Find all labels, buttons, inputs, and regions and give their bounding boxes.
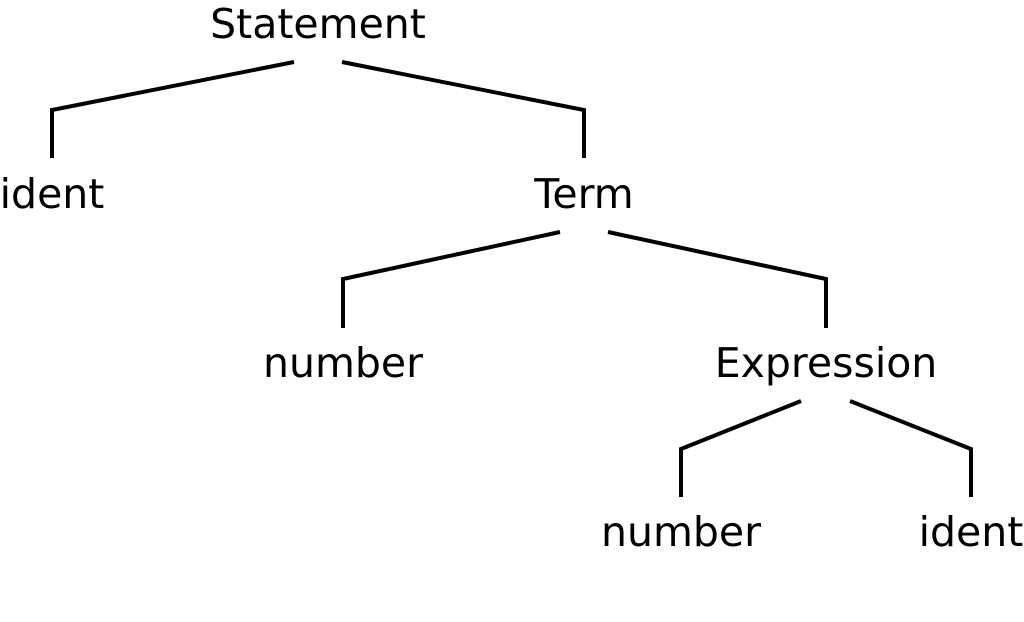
node-statement: Statement [210,0,426,48]
edge-statement-term [341,60,586,158]
node-ident-left: ident [0,170,104,218]
edge-term-number [341,230,561,328]
edge-expression-number [679,399,802,497]
edges-expression [679,399,973,497]
edge-statement-ident [50,60,295,158]
edge-term-expression [607,230,828,328]
node-term: Term [533,170,633,218]
node-number-left: number [263,339,423,387]
node-expression: Expression [715,339,938,387]
edge-expression-ident [849,399,973,497]
edges-statement [50,60,586,158]
node-ident-right: ident [919,508,1024,556]
edges-term [341,230,828,328]
node-number-right: number [601,508,761,556]
